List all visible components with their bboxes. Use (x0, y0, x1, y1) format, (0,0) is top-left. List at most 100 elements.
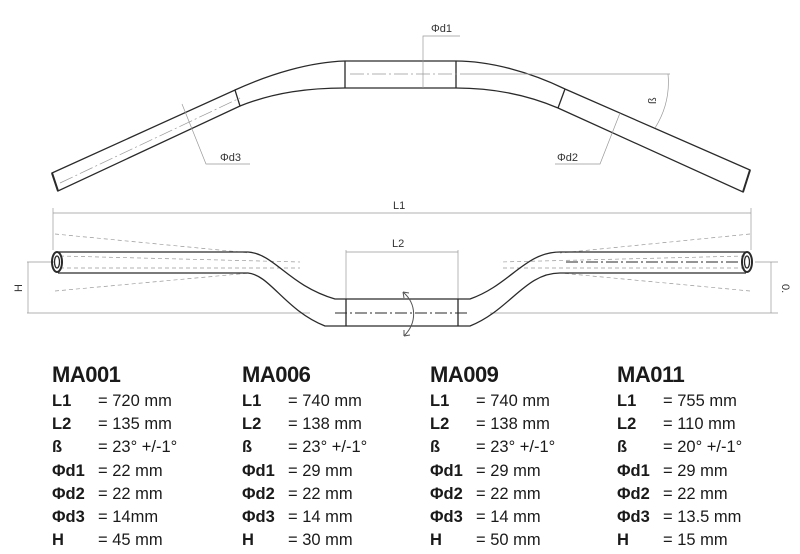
spec-key: H (52, 531, 64, 550)
spec-row-l1: L1 = 740 mm (242, 390, 432, 413)
spec-value: = 720 mm (98, 392, 172, 410)
spec-key: L1 (52, 392, 72, 410)
H-label: H (13, 284, 25, 292)
spec-key: H (430, 531, 442, 550)
spec-key: L2 (430, 415, 450, 434)
spec-row-h: H = 50 mm (430, 529, 620, 552)
spec-value: = 13.5 mm (663, 508, 742, 527)
spec-column-ma009: MA009 L1= 740 mm L2 = 138 mm ß = 23° +/-1°… (430, 362, 620, 552)
spec-row-d3: Φd3 = 13.5 mm (617, 506, 800, 529)
d1-label: Φd1 (431, 23, 452, 35)
spec-key: L2 (242, 415, 262, 434)
spec-value: = 45 mm (98, 531, 163, 550)
spec-value: = 29 mm (663, 461, 728, 480)
spec-row-h: H = 15 mm (617, 529, 800, 552)
spec-value: = 14mm (98, 508, 159, 527)
spec-value: = 22 mm (476, 484, 541, 503)
spec-key: Φd1 (430, 461, 463, 480)
spec-key: Φd3 (242, 508, 275, 527)
spec-column-ma001: MA001 L1 = 720 mm L2 = 135 mm ß = 23° +/-1°… (52, 362, 242, 552)
spec-row-beta: ß = 23° +/-1° (52, 436, 242, 459)
spec-value: = 14 mm (288, 508, 353, 527)
spec-row-d3: Φd3 = 14 mm (242, 506, 432, 529)
top-view-dimensions (59, 35, 670, 184)
spec-value: = 22 mm (98, 484, 163, 503)
spec-key: H (242, 531, 254, 550)
spec-row-l2: L2 = 135 mm (52, 413, 242, 436)
spec-value: = 740 mm (288, 392, 362, 410)
spec-value: = 29 mm (288, 461, 353, 480)
spec-row-h: H = 45 mm (52, 529, 242, 552)
spec-row-l2: L2 = 138 mm (242, 413, 432, 436)
model-name: MA011 (617, 362, 685, 387)
spec-value: = 755 mm (663, 392, 737, 410)
spec-row-d3: Φd3 = 14 mm (430, 506, 620, 529)
spec-key: L1 (430, 392, 450, 410)
spec-row-d2: Φd2 = 22 mm (430, 483, 620, 506)
spec-key: L2 (617, 415, 637, 434)
spec-row-d2: Φd2 = 22 mm (52, 483, 242, 506)
spec-value: = 23° +/-1° (476, 438, 556, 457)
spec-value: = 138 mm (288, 415, 362, 434)
spec-value: = 50 mm (476, 531, 541, 550)
spec-row-d2: Φd2 = 22 mm (617, 483, 800, 506)
spec-value: = 20° +/-1° (663, 438, 743, 457)
spec-key: ß (52, 438, 63, 457)
spec-row-l1: L1= 740 mm (430, 390, 620, 413)
spec-key: Φd3 (617, 508, 650, 527)
spec-key: ß (617, 438, 628, 457)
spec-key: ß (430, 438, 441, 457)
spec-column-ma011: MA011 L1 = 755 mm L2 = 110 mm ß = 20° +/-1°… (617, 362, 800, 552)
L2-label: L2 (392, 238, 404, 250)
spec-row-l2: L2 = 138 mm (430, 413, 620, 436)
spec-value: = 22 mm (98, 461, 163, 480)
spec-key: Φd2 (242, 484, 275, 503)
spec-value: = 23° +/-1° (98, 438, 178, 457)
spec-row-beta: ß = 23° +/-1° (242, 436, 432, 459)
spec-value: = 138 mm (476, 415, 550, 434)
front-view-dimensions (27, 208, 778, 314)
spec-row-d1: Φd1 = 29 mm (242, 460, 432, 483)
spec-value: = 22 mm (288, 484, 353, 503)
spec-value: = 110 mm (663, 415, 736, 434)
spec-key: Φd1 (52, 461, 85, 480)
spec-key: Φd3 (52, 508, 85, 527)
spec-value: = 22 mm (663, 484, 728, 503)
d2-label: Φd2 (557, 152, 578, 164)
spec-key: L1 (242, 392, 262, 410)
top-view (51, 60, 751, 193)
spec-key: Φd3 (430, 508, 463, 527)
spec-column-ma006: MA006 L1= 740 mm L2= 138 mm ß= 23° +/-1°… (242, 362, 432, 552)
spec-value: = 29 mm (476, 461, 541, 480)
spec-key: Φd2 (52, 484, 85, 503)
spec-key: Φd2 (617, 484, 650, 503)
spec-row-beta: ß = 23° +/-1° (430, 436, 620, 459)
spec-row-h: H = 30 mm (242, 529, 432, 552)
spec-key: H (617, 531, 629, 550)
right-height-label: 0. (779, 284, 791, 293)
spec-value: = 14 mm (476, 508, 541, 527)
spec-value: = 135 mm (98, 415, 172, 434)
spec-row-d1: Φd1 = 29 mm (430, 460, 620, 483)
front-view-bar (51, 251, 753, 337)
spec-row-d3: Φd3 = 14mm (52, 506, 242, 529)
handlebar-drawing: Φd1 Φd3 Φd2 ß (13, 23, 791, 337)
d3-label: Φd3 (220, 152, 241, 164)
spec-key: L1 (617, 392, 637, 410)
spec-row-l1: L1 = 755 mm (617, 390, 800, 413)
spec-value: = 30 mm (288, 531, 353, 550)
spec-row-d1: Φd1 = 22 mm (52, 460, 242, 483)
L1-label: L1 (393, 200, 405, 212)
spec-value: = 15 mm (663, 531, 728, 550)
spec-key: Φd2 (430, 484, 463, 503)
spec-key: ß (242, 438, 253, 457)
spec-key: Φd1 (242, 461, 275, 480)
spec-key: Φd1 (617, 461, 650, 480)
spec-row-l2: L2 = 110 mm (617, 413, 800, 436)
model-name: MA009 (430, 362, 499, 387)
spec-value: = 23° +/-1° (288, 438, 368, 457)
beta-label: ß (647, 97, 659, 104)
model-name: MA001 (52, 362, 121, 387)
spec-row-d1: Φd1 = 29 mm (617, 460, 800, 483)
spec-key: L2 (52, 415, 72, 434)
